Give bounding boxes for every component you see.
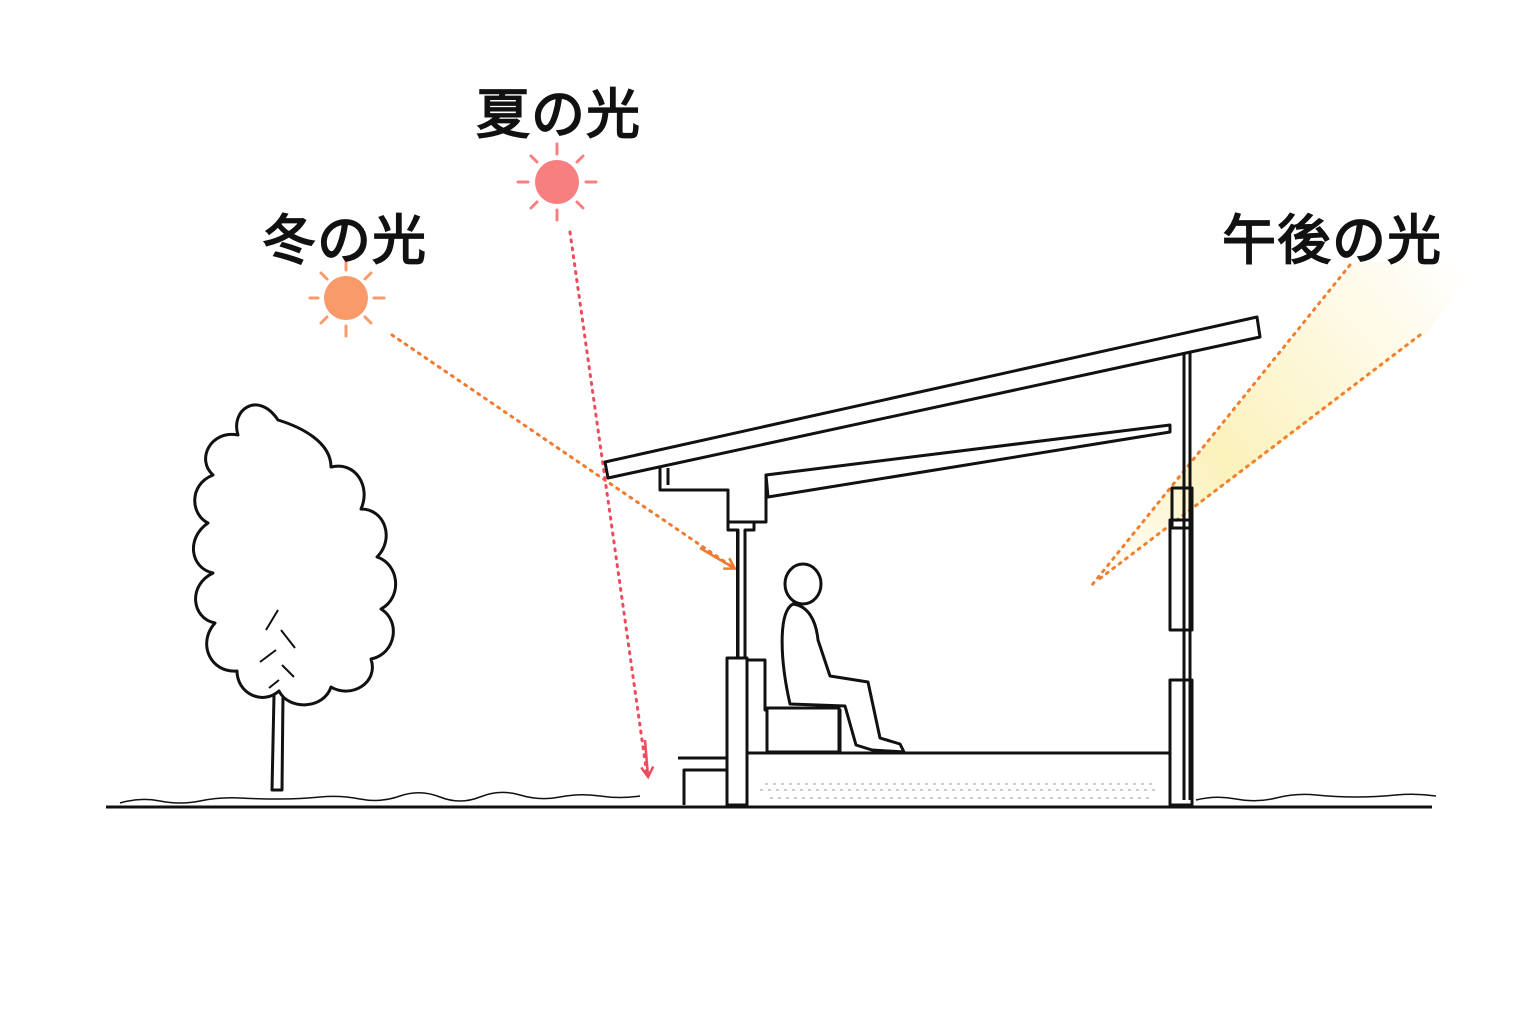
back-post [1182, 352, 1192, 800]
tree [191, 403, 397, 792]
person-head [783, 562, 823, 606]
summer-light-label: 夏の光 [476, 83, 641, 146]
person-body [780, 602, 906, 754]
seated-person [780, 562, 906, 754]
summer-ray-arrow [645, 739, 648, 776]
winter-sun-icon [308, 260, 386, 338]
floor-hatching [760, 783, 1160, 799]
ceiling [764, 423, 1172, 499]
back-window [1168, 518, 1194, 632]
winter-ray-arrow [699, 546, 734, 568]
front-post [726, 522, 756, 662]
roof [603, 315, 1262, 480]
front-wall-lower [725, 656, 749, 807]
winter-light-ray [390, 333, 736, 570]
back-window-upper [1170, 486, 1194, 530]
ground [106, 791, 1437, 809]
entry-step [678, 756, 729, 805]
summer-light-ray [568, 230, 649, 777]
summer-sun-icon [516, 142, 598, 222]
afternoon-light-label: 午後の光 [1222, 209, 1442, 272]
winter-light-label: 冬の光 [262, 209, 427, 272]
eave-beam [658, 468, 768, 524]
back-wall-lower [1168, 678, 1194, 807]
afternoon-light-rays [1090, 263, 1422, 587]
building-section [603, 315, 1262, 807]
afternoon-light-beam [1092, 262, 1480, 585]
